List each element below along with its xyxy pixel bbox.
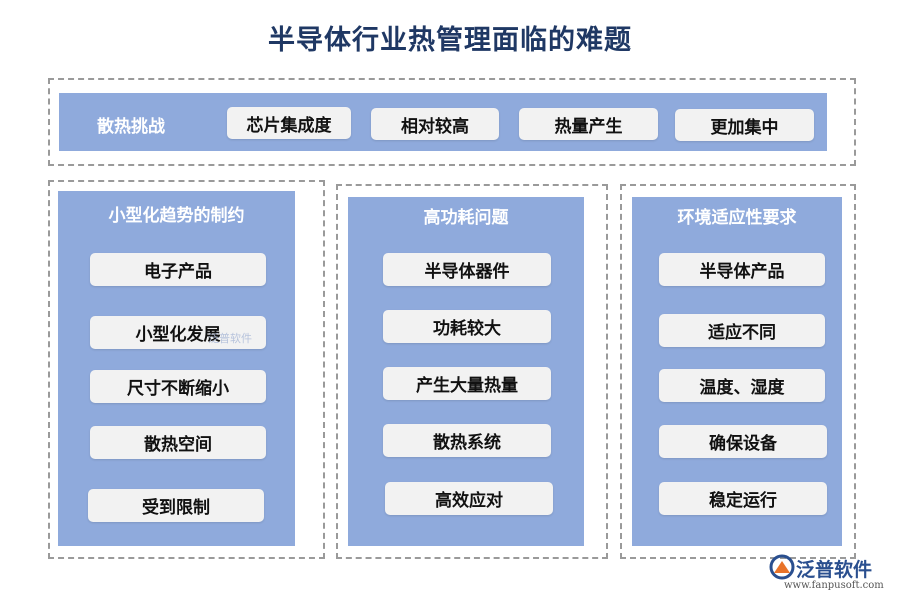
list-item: 尺寸不断缩小 [90, 370, 266, 403]
column-title-miniaturization: 小型化趋势的制约 [108, 206, 245, 226]
challenge-chip-1: 芯片集成度 [227, 107, 351, 139]
brand-logo-icon [769, 554, 795, 580]
column-frame-environment [620, 184, 856, 559]
challenge-chip-2: 相对较高 [371, 108, 499, 140]
column-frame-power [336, 184, 608, 559]
challenge-chip-4: 更加集中 [675, 109, 814, 141]
list-item: 半导体产品 [659, 253, 825, 286]
diagram-title: 半导体行业热管理面临的难题 [268, 25, 632, 56]
list-item: 确保设备 [659, 425, 827, 458]
list-item: 散热空间 [90, 426, 266, 459]
list-item: 散热系统 [383, 424, 551, 457]
column-panel-miniaturization: 小型化趋势的制约 [58, 191, 295, 546]
challenge-label: 散热挑战 [97, 117, 165, 137]
list-item: 半导体器件 [383, 253, 551, 286]
list-item: 小型化发展 [90, 316, 266, 349]
list-item: 温度、湿度 [659, 369, 825, 402]
column-title-environment: 环境适应性要求 [677, 208, 797, 228]
challenge-chip-3: 热量产生 [519, 108, 658, 140]
list-item: 受到限制 [88, 489, 264, 522]
list-item: 功耗较大 [383, 310, 551, 343]
challenge-frame [48, 78, 856, 166]
watermark-text: 泛普软件 [208, 332, 252, 345]
brand-logo-url: www.fanpusoft.com [784, 580, 884, 591]
brand-logo: 泛普软件 www.fanpusoft.com [766, 553, 896, 597]
list-item: 稳定运行 [659, 482, 827, 515]
brand-logo-name: 泛普软件 [796, 559, 873, 581]
column-title-power: 高功耗问题 [423, 208, 509, 228]
column-frame-miniaturization [48, 180, 325, 559]
list-item: 电子产品 [90, 253, 266, 286]
list-item: 适应不同 [659, 314, 825, 347]
list-item: 高效应对 [385, 482, 553, 515]
list-item: 产生大量热量 [383, 367, 551, 400]
